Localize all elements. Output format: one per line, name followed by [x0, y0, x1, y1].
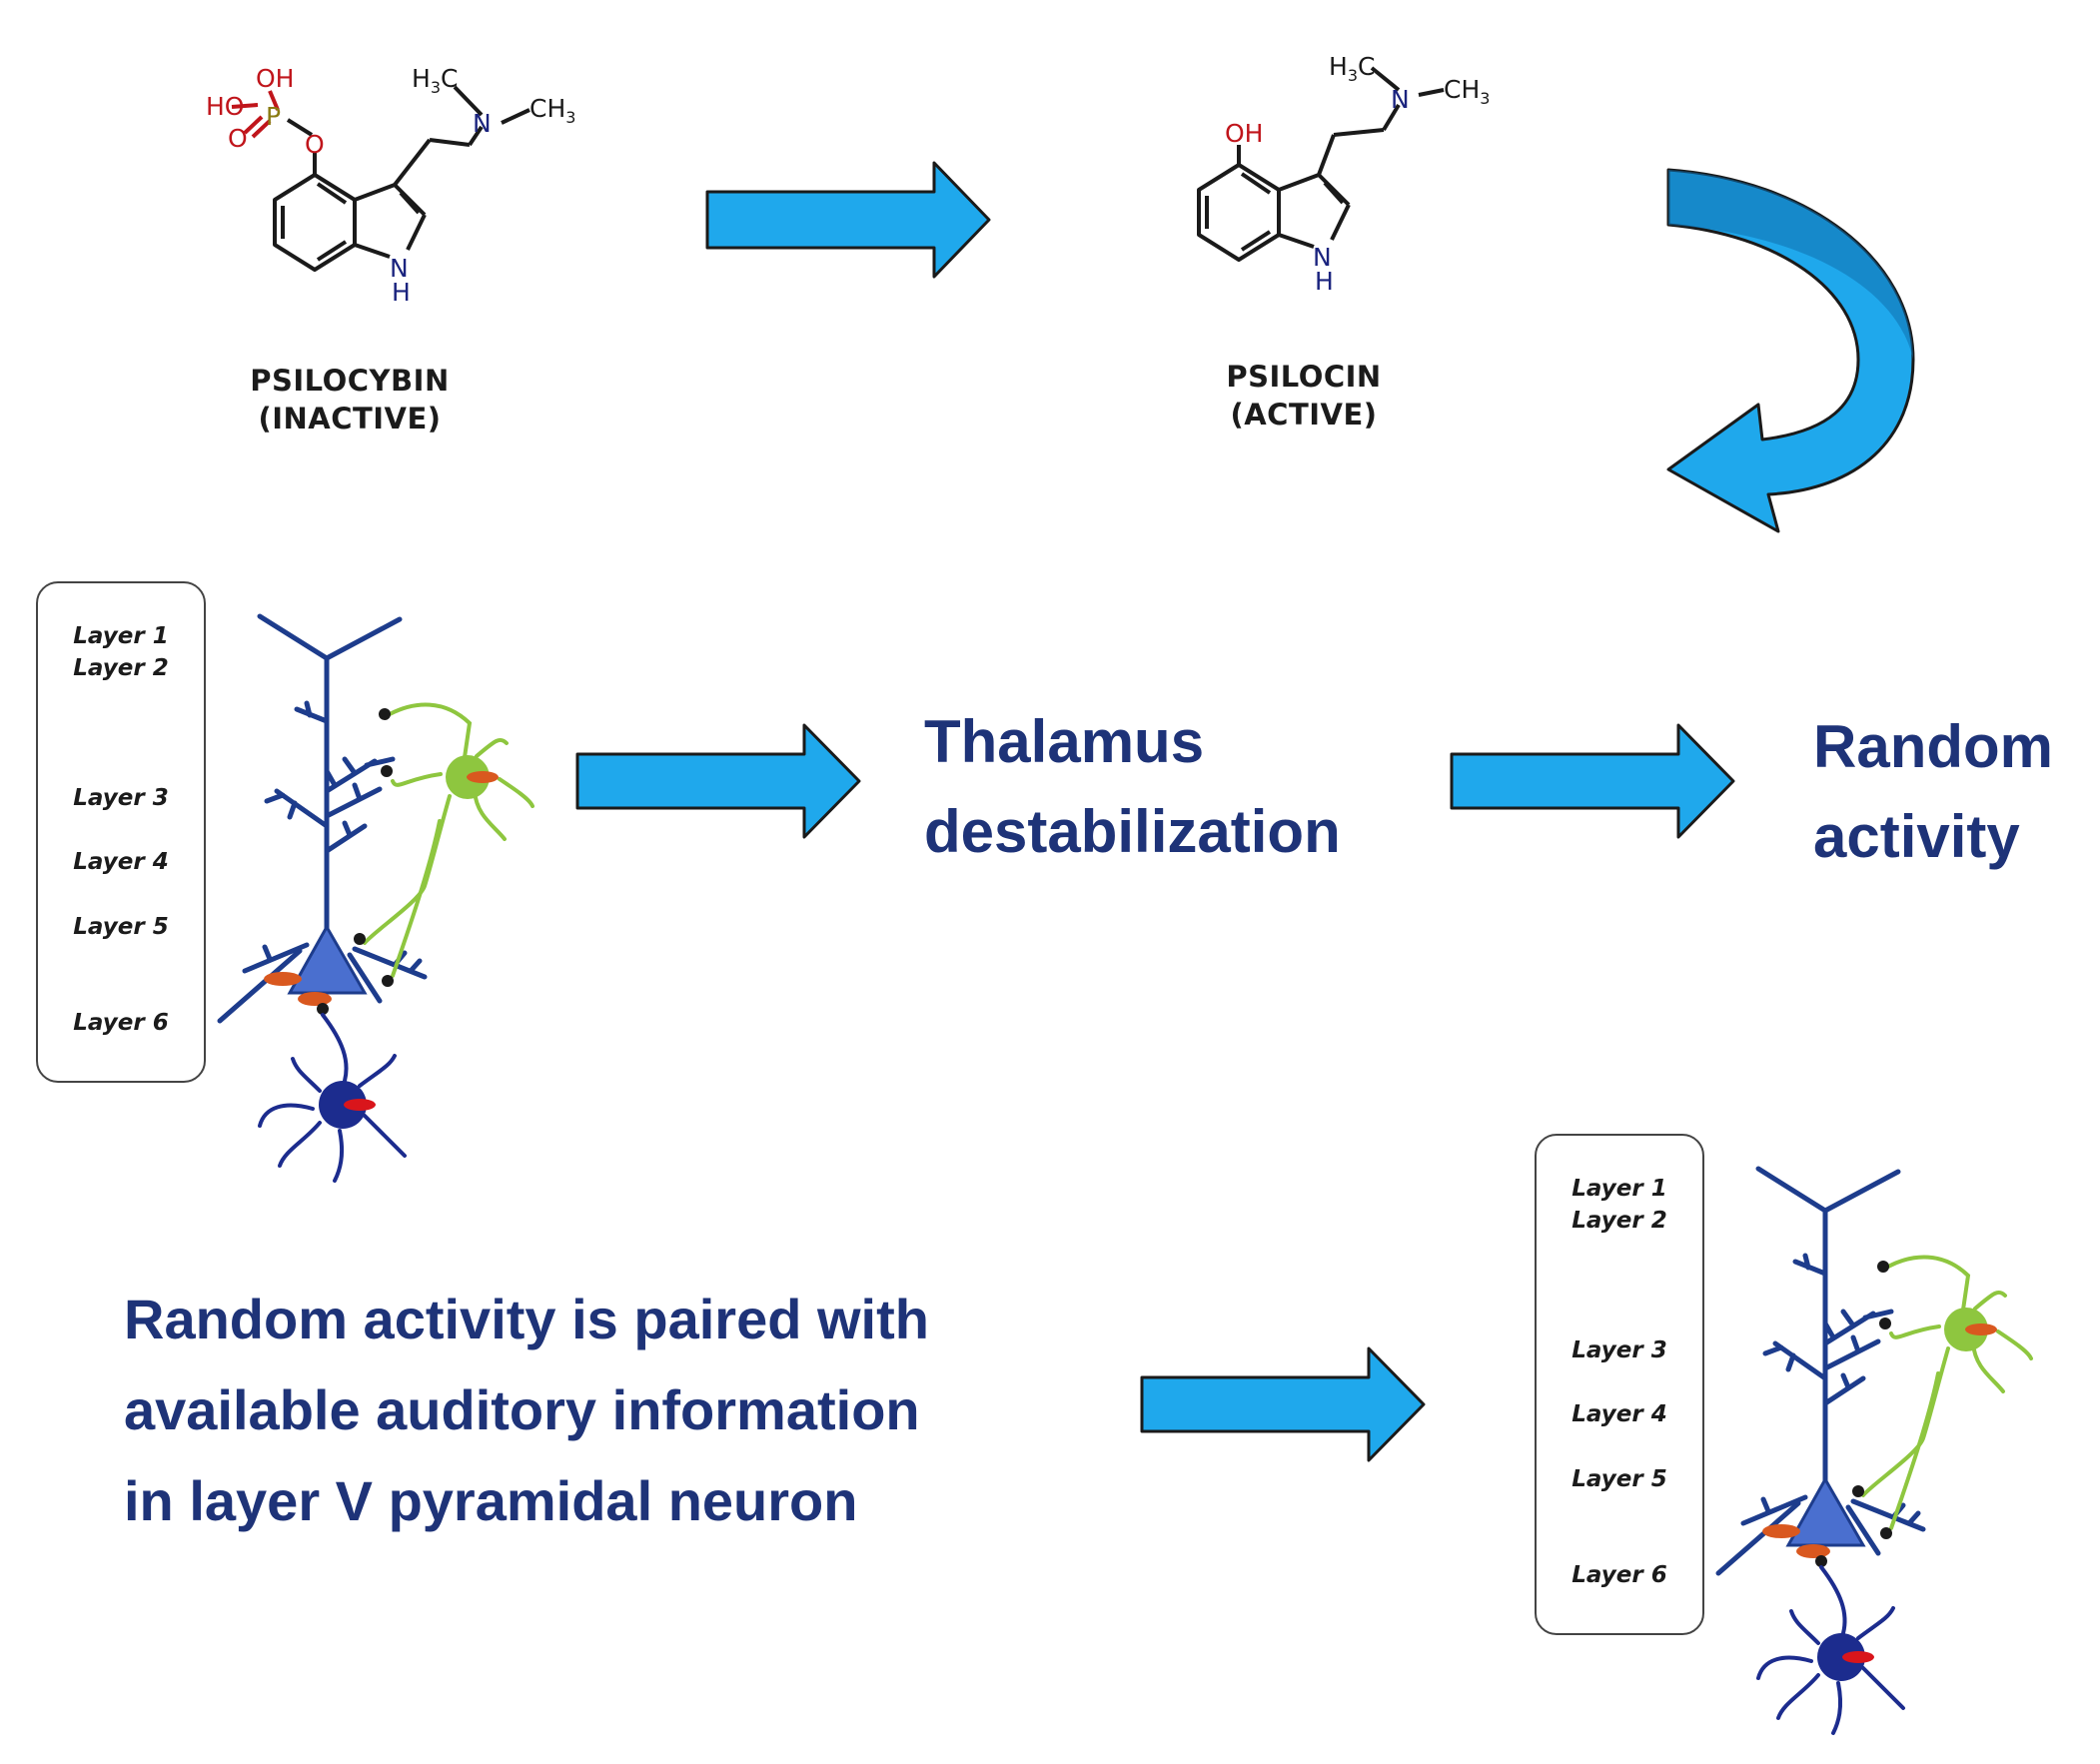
psilocybin-caption: PSILOCYBIN (INACTIVE) [215, 362, 485, 438]
layer-label-3-bottom: Layer 3 [1572, 1337, 1667, 1363]
random-line-1: Random [1813, 713, 2053, 780]
psilocin-name: PSILOCIN [1226, 360, 1382, 394]
layer-label-4-bottom: Layer 4 [1572, 1401, 1667, 1427]
psilocybin-state: (INACTIVE) [258, 402, 442, 436]
thalamus-line-1: Thalamus [924, 708, 1205, 775]
atom-h-indole: H [392, 278, 411, 307]
random-line-2: activity [1813, 803, 2020, 870]
neuron-illustration-top [215, 611, 544, 1183]
cortex-layers-box-bottom: Layer 1 Layer 2 Layer 3 Layer 4 Layer 5 … [1535, 1134, 1704, 1635]
atom-n: N [473, 109, 492, 138]
atom-o-double: O [228, 124, 248, 153]
psilocin-caption: PSILOCIN (ACTIVE) [1189, 358, 1419, 434]
atom-methyl-left: H3C [412, 64, 458, 97]
atom-methyl-right: CH3 [529, 94, 575, 127]
layer-label-1: Layer 1 [73, 623, 169, 649]
layer-label-6-bottom: Layer 6 [1572, 1562, 1667, 1588]
layer-label-2: Layer 2 [73, 655, 169, 681]
layer-label-5-bottom: Layer 5 [1572, 1466, 1667, 1492]
pairing-description: Random activity is paired with available… [124, 1274, 929, 1546]
pairing-line-1: Random activity is paired with [124, 1288, 929, 1350]
arrow-to-neuron [1139, 1345, 1429, 1463]
cortex-layers-box-top: Layer 1 Layer 2 Layer 3 Layer 4 Layer 5 … [36, 581, 206, 1083]
psilocin-state: (ACTIVE) [1230, 398, 1378, 432]
atom-n-indole: N [390, 254, 409, 283]
layer-label-6: Layer 6 [73, 1010, 169, 1036]
layer-label-5: Layer 5 [73, 914, 169, 940]
atom-oh: OH [256, 64, 294, 93]
atom-o-ester: O [305, 130, 325, 159]
neuron-illustration-bottom [1713, 1164, 2043, 1735]
atom-ho: HO [206, 92, 244, 121]
thalamus-line-2: destabilization [924, 798, 1341, 865]
arrow-to-random [1449, 722, 1738, 840]
thalamus-label: Thalamus destabilization [924, 697, 1341, 877]
layer-label-2-bottom: Layer 2 [1572, 1208, 1667, 1234]
psilocybin-structure: HO OH P O O N N H H3C CH3 [190, 64, 609, 315]
arrow-conversion [704, 160, 994, 280]
atom-methyl-left-psilocin: H3C [1329, 52, 1375, 85]
psilocin-structure: OH N N H H3C CH3 [1169, 50, 1529, 300]
atom-h-indole-psilocin: H [1315, 267, 1334, 296]
pairing-line-2: available auditory information [124, 1378, 920, 1441]
atom-n-psilocin: N [1391, 85, 1410, 114]
layer-label-4: Layer 4 [73, 849, 169, 875]
atom-p: P [266, 102, 281, 131]
random-activity-label: Random activity [1813, 702, 2053, 882]
psilocybin-name: PSILOCYBIN [250, 364, 450, 398]
arrow-to-thalamus [574, 722, 864, 840]
atom-n-indole-psilocin: N [1313, 243, 1332, 272]
atom-oh-psilocin: OH [1225, 119, 1263, 148]
curved-arrow [1658, 160, 1938, 539]
atom-methyl-right-psilocin: CH3 [1444, 75, 1490, 108]
pairing-line-3: in layer V pyramidal neuron [124, 1469, 858, 1532]
layer-label-3: Layer 3 [73, 785, 169, 811]
layer-label-1-bottom: Layer 1 [1572, 1176, 1667, 1202]
